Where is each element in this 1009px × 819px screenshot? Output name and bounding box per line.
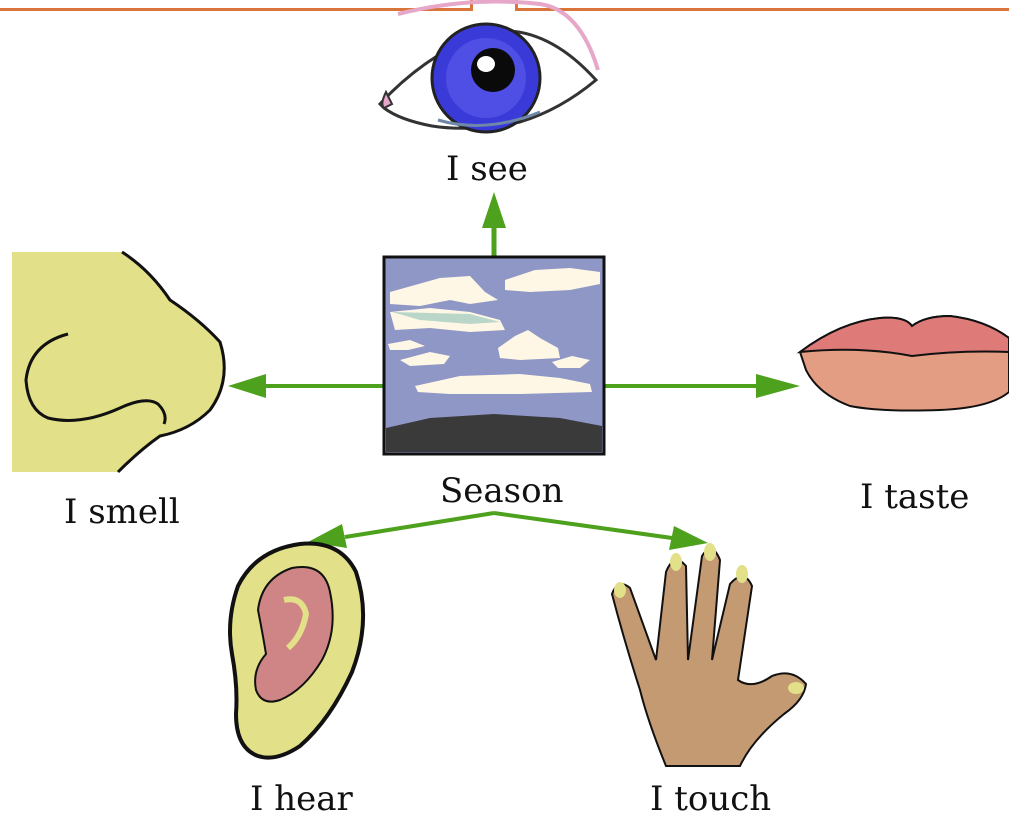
label-taste: I taste (860, 480, 969, 514)
label-see: I see (446, 152, 528, 186)
label-center: Season (440, 474, 564, 508)
hand-icon (612, 543, 806, 766)
arrow-left (228, 374, 266, 398)
season-picture (384, 257, 604, 454)
ear-icon (230, 544, 363, 758)
arrow-right (756, 374, 800, 398)
nose-icon (12, 252, 224, 472)
label-smell: I smell (64, 495, 180, 529)
label-touch: I touch (650, 782, 771, 816)
arrow-up (482, 192, 506, 228)
label-hear: I hear (250, 782, 353, 816)
arrow-to-hand (669, 526, 708, 550)
eye-icon (380, 2, 598, 132)
lips-icon (800, 316, 1009, 411)
